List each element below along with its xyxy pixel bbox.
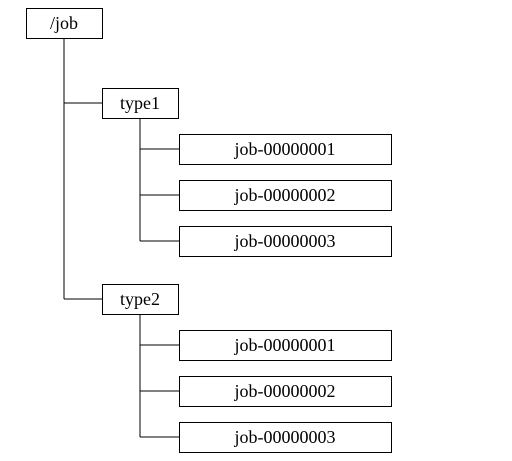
leaf-node-2-1: job-00000001 bbox=[179, 330, 392, 361]
root-node-label: /job bbox=[50, 13, 78, 33]
group-node-2: type2 bbox=[102, 284, 179, 315]
leaf-node-1-1-label: job-00000001 bbox=[234, 139, 336, 159]
leaf-node-2-3-label: job-00000003 bbox=[234, 427, 336, 447]
leaf-node-2-3-box bbox=[179, 422, 392, 453]
leaf-node-2-2-box bbox=[179, 376, 392, 407]
group-node-2-box bbox=[102, 284, 179, 315]
root-node: /job bbox=[26, 8, 103, 39]
leaf-node-1-1-box bbox=[179, 134, 392, 165]
leaf-node-1-3: job-00000003 bbox=[179, 226, 392, 257]
group-node-1-label: type1 bbox=[120, 93, 160, 113]
leaf-node-1-2: job-00000002 bbox=[179, 180, 392, 211]
leaf-node-1-2-box bbox=[179, 180, 392, 211]
tree-connectors bbox=[63, 38, 179, 438]
tree-nodes: /job type1 job-00000001 job-00000002 job-000… bbox=[26, 8, 392, 453]
leaf-node-2-3: job-00000003 bbox=[179, 422, 392, 453]
group-node-1-box bbox=[102, 88, 179, 119]
leaf-node-2-1-label: job-00000001 bbox=[234, 335, 336, 355]
leaf-node-1-1: job-00000001 bbox=[179, 134, 392, 165]
leaf-node-1-3-label: job-00000003 bbox=[234, 231, 336, 251]
root-node-box bbox=[26, 8, 103, 39]
leaf-node-1-2-label: job-00000002 bbox=[234, 185, 336, 205]
leaf-node-2-2-label: job-00000002 bbox=[234, 381, 336, 401]
leaf-node-2-2: job-00000002 bbox=[179, 376, 392, 407]
leaf-node-1-3-box bbox=[179, 226, 392, 257]
group-node-2-label: type2 bbox=[120, 289, 160, 309]
leaf-node-2-1-box bbox=[179, 330, 392, 361]
group-node-1: type1 bbox=[102, 88, 179, 119]
